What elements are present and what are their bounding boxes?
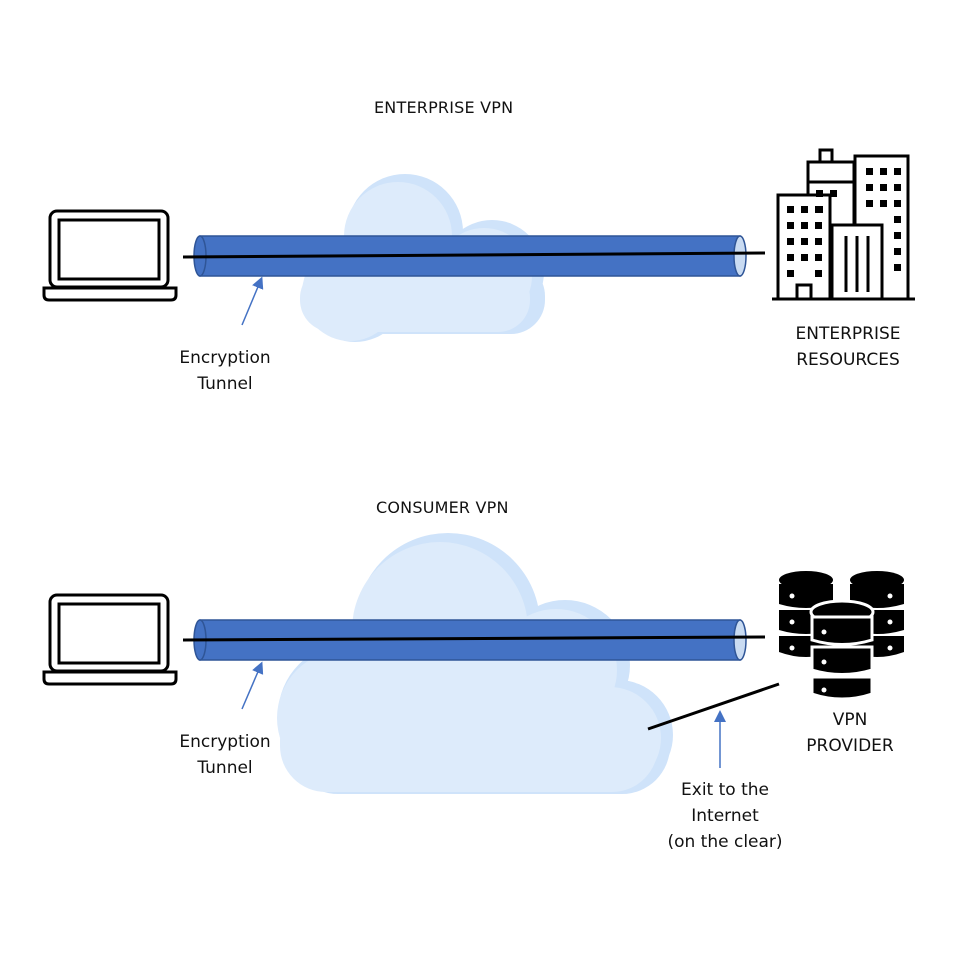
enterprise-resources-label-line2: RESOURCES — [796, 350, 900, 370]
consumer-tunnel-label-line2: Tunnel — [197, 758, 253, 778]
enterprise-vpn-title: ENTERPRISE VPN — [374, 98, 514, 117]
building-stripes — [844, 236, 870, 292]
consumer-vpn-title: CONSUMER VPN — [376, 498, 509, 517]
consumer-tunnel-label-line1: Encryption — [179, 732, 271, 752]
consumer-tunnel-arrow — [241, 661, 264, 710]
database-servers-icon — [779, 571, 904, 701]
enterprise-tunnel-arrow — [241, 276, 264, 326]
consumer-laptop-icon — [42, 593, 178, 686]
enterprise-resources-label: ENTERPRISE RESOURCES — [778, 321, 918, 373]
building-windows — [787, 168, 901, 277]
enterprise-tunnel-label-line1: Encryption — [179, 348, 271, 368]
vpn-provider-label: VPN PROVIDER — [790, 707, 910, 759]
internet-exit-line — [647, 682, 780, 731]
enterprise-connection-line — [182, 251, 766, 259]
internet-exit-label-line2: Internet — [691, 806, 759, 826]
consumer-connection-line — [182, 635, 766, 642]
consumer-tunnel-label: Encryption Tunnel — [168, 729, 282, 781]
enterprise-tunnel-label-line2: Tunnel — [197, 374, 253, 394]
enterprise-resources-label-line1: ENTERPRISE — [795, 324, 901, 344]
internet-exit-label-line1: Exit to the — [681, 780, 769, 800]
enterprise-cloud — [300, 174, 545, 342]
vpn-provider-label-line1: VPN — [832, 710, 868, 730]
enterprise-tunnel-label: Encryption Tunnel — [168, 345, 282, 397]
vpn-provider-label-line2: PROVIDER — [806, 736, 894, 756]
consumer-cloud — [277, 533, 673, 794]
enterprise-laptop-icon — [42, 209, 178, 302]
internet-exit-label-line3: (on the clear) — [667, 832, 783, 852]
internet-exit-label: Exit to the Internet (on the clear) — [650, 777, 800, 855]
